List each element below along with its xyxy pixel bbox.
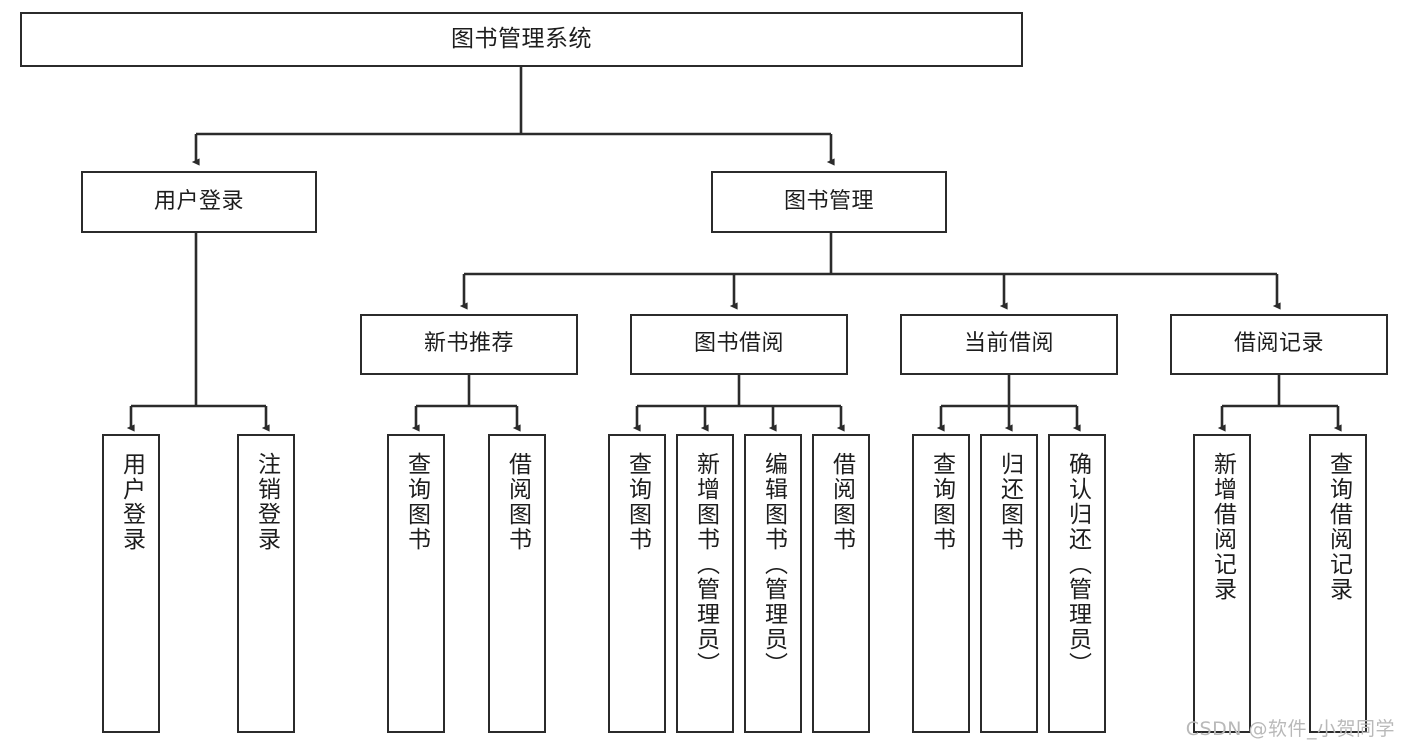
node-label: 确认归还（管理员） <box>1064 452 1091 677</box>
node-borrow-record[interactable]: 借阅记录 <box>1170 314 1388 375</box>
node-label: 归还图书 <box>996 452 1023 552</box>
node-label: 用户登录 <box>153 188 244 214</box>
node-label: 新增图书（管理员） <box>692 452 719 677</box>
node-user-login[interactable]: 用户登录 <box>81 171 317 233</box>
leaf-book-borrow-edit[interactable]: 编辑图书（管理员） <box>744 434 802 733</box>
node-label: 编辑图书（管理员） <box>760 452 787 677</box>
node-root-system[interactable]: 图书管理系统 <box>20 12 1023 67</box>
node-new-book-recommend[interactable]: 新书推荐 <box>360 314 578 375</box>
leaf-current-borrow-query[interactable]: 查询图书 <box>912 434 970 733</box>
leaf-current-borrow-confirm-return[interactable]: 确认归还（管理员） <box>1048 434 1106 733</box>
leaf-borrow-record-add[interactable]: 新增借阅记录 <box>1193 434 1251 733</box>
leaf-user-login-logout[interactable]: 注销登录 <box>237 434 295 733</box>
node-book-borrow[interactable]: 图书借阅 <box>630 314 848 375</box>
leaf-borrow-record-query[interactable]: 查询借阅记录 <box>1309 434 1367 733</box>
node-label: 图书管理 <box>783 188 874 214</box>
node-book-management[interactable]: 图书管理 <box>711 171 947 233</box>
node-label: 注销登录 <box>253 452 280 552</box>
node-label: 借阅记录 <box>1233 331 1324 357</box>
leaf-new-book-borrow[interactable]: 借阅图书 <box>488 434 546 733</box>
leaf-book-borrow-query[interactable]: 查询图书 <box>608 434 666 733</box>
node-label: 新书推荐 <box>423 331 514 357</box>
node-label: 借阅图书 <box>828 452 855 552</box>
node-label: 新增借阅记录 <box>1209 452 1236 602</box>
node-label: 查询图书 <box>403 452 430 552</box>
node-label: 用户登录 <box>118 452 145 552</box>
leaf-new-book-query[interactable]: 查询图书 <box>387 434 445 733</box>
node-label: 图书借阅 <box>693 331 784 357</box>
leaf-current-borrow-return[interactable]: 归还图书 <box>980 434 1038 733</box>
node-label: 查询借阅记录 <box>1325 452 1352 602</box>
watermark: CSDN @软件_小贺同学 <box>1185 718 1395 740</box>
node-label: 查询图书 <box>928 452 955 552</box>
leaf-book-borrow-borrow[interactable]: 借阅图书 <box>812 434 870 733</box>
node-label: 图书管理系统 <box>451 25 592 52</box>
node-label: 借阅图书 <box>504 452 531 552</box>
leaf-user-login-login[interactable]: 用户登录 <box>102 434 160 733</box>
node-current-borrow[interactable]: 当前借阅 <box>900 314 1118 375</box>
node-label: 当前借阅 <box>963 331 1054 357</box>
leaf-book-borrow-add[interactable]: 新增图书（管理员） <box>676 434 734 733</box>
node-label: 查询图书 <box>624 452 651 552</box>
